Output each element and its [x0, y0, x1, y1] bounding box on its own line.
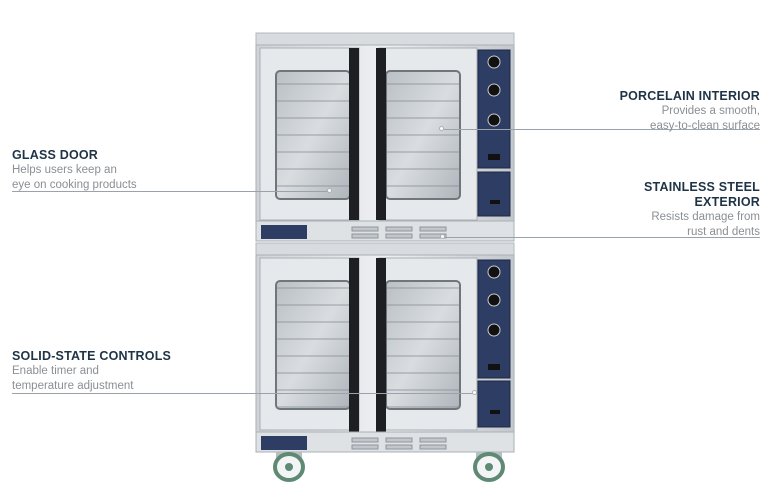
stainless-callout: STAINLESS STEEL EXTERIOR Resists damage …: [644, 180, 760, 239]
solid-state-leader: [12, 393, 475, 394]
stainless-desc-line-1: Resists damage from: [651, 211, 760, 223]
stainless-anchor-dot: [440, 234, 445, 239]
porcelain-title: PORCELAIN INTERIOR: [619, 89, 760, 103]
porcelain-desc-line-1: Provides a smooth,: [661, 105, 760, 117]
porcelain-callout: PORCELAIN INTERIOR Provides a smooth, ea…: [620, 89, 760, 133]
glass-door-desc-line-2: eye on cooking products: [12, 178, 137, 191]
stainless-title-line-2: EXTERIOR: [694, 195, 760, 209]
porcelain-anchor-dot: [439, 126, 444, 131]
control-knob-icon: [487, 265, 501, 370]
caster-wheel-icon: [273, 452, 505, 482]
glass-door-title: GLASS DOOR: [12, 148, 99, 162]
solid-state-desc-line-1: Enable timer and: [12, 365, 99, 377]
solid-state-title: SOLID-STATE CONTROLS: [12, 349, 172, 363]
glass-door-anchor-dot: [327, 188, 332, 193]
porcelain-leader: [444, 129, 760, 130]
control-knob-icon: [487, 55, 501, 160]
glass-door-callout: GLASS DOOR Helps users keep an eye on co…: [12, 148, 137, 192]
glass-door-leader: [12, 191, 330, 192]
brand-plate-icon: [261, 436, 307, 450]
stainless-leader: [445, 237, 760, 238]
glass-door-desc-line-1: Helps users keep an: [12, 164, 117, 176]
solid-state-callout: SOLID-STATE CONTROLS Enable timer and te…: [12, 349, 171, 393]
upper-oven: [255, 32, 515, 242]
solid-state-desc-line-2: temperature adjustment: [12, 379, 134, 392]
lower-oven: [255, 242, 515, 453]
stainless-title-line-1: STAINLESS STEEL: [644, 180, 760, 194]
stainless-desc-line-2: rust and dents: [687, 225, 760, 238]
brand-plate-icon: [261, 225, 307, 239]
solid-state-anchor-dot: [472, 390, 477, 395]
porcelain-desc-line-2: easy-to-clean surface: [650, 119, 760, 132]
